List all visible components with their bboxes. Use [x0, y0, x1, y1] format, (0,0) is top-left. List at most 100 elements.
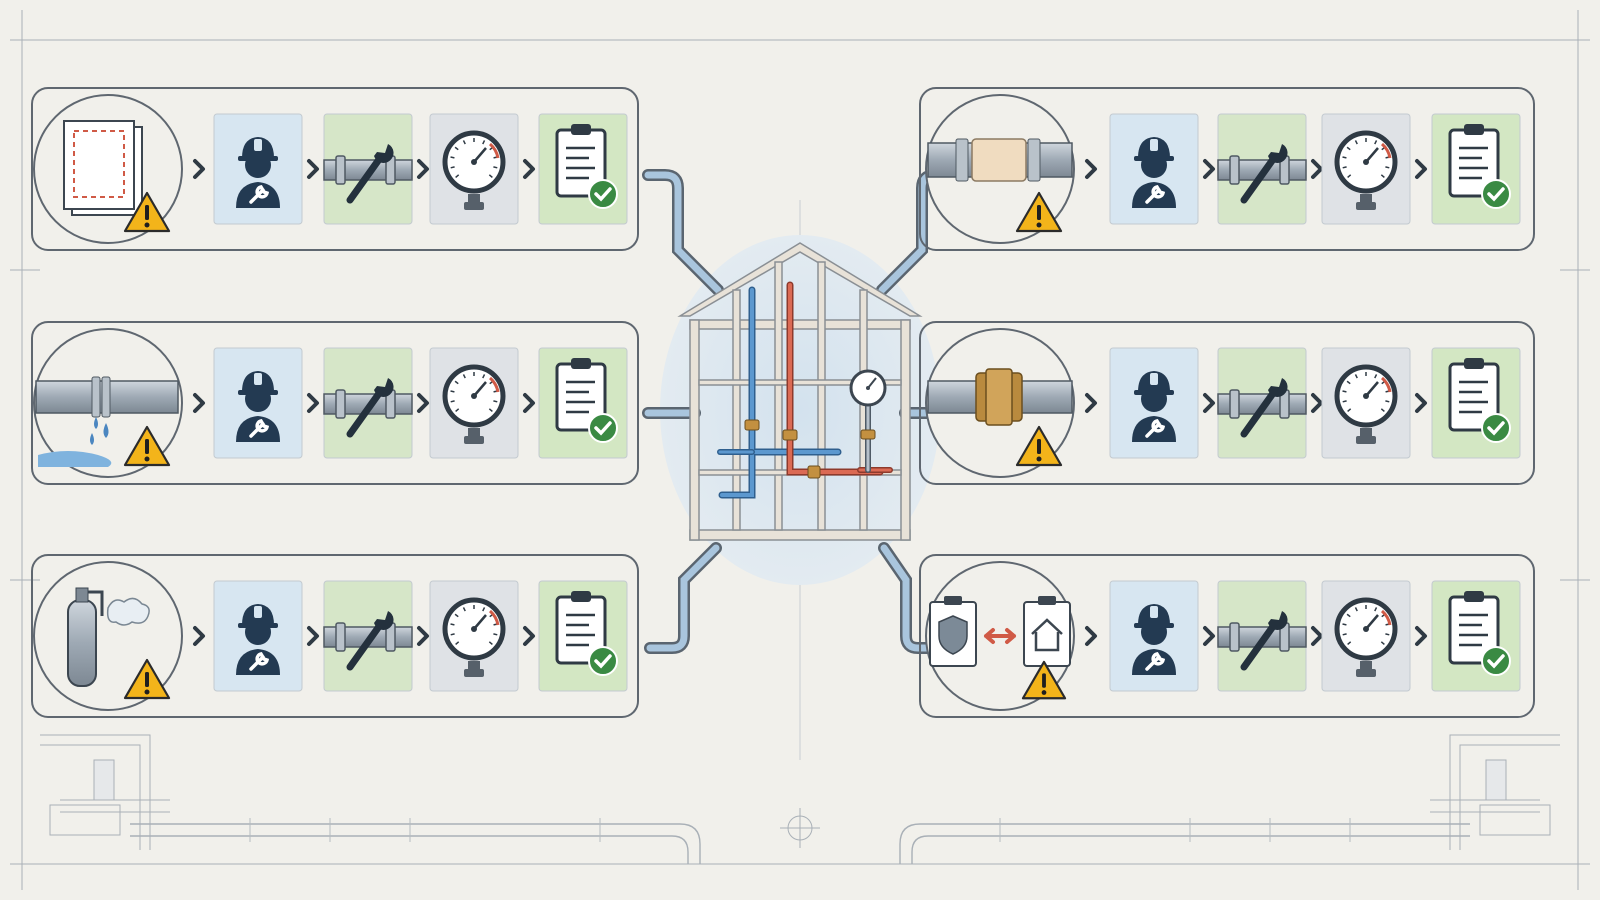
permit-document-warning-icon	[63, 120, 171, 233]
leaking-pipe-warning-icon	[35, 376, 179, 467]
checklist-approved-icon	[555, 124, 618, 209]
chevron-right-icon	[307, 626, 319, 646]
plumber-worker-icon	[1132, 371, 1176, 442]
plumber-worker-icon	[1132, 604, 1176, 675]
row-panel	[919, 87, 1535, 251]
chevron-right-icon	[1415, 393, 1427, 413]
checklist-approved-icon	[1448, 124, 1511, 209]
row-panel	[919, 321, 1535, 485]
pressure-gauge-icon	[442, 130, 506, 210]
compliance-vs-home-warning-icon	[929, 596, 1071, 700]
chevron-right-icon	[1311, 393, 1323, 413]
chevron-right-icon	[193, 159, 205, 179]
step-tile	[1217, 113, 1307, 225]
chevron-right-icon	[307, 393, 319, 413]
blueprint-background	[10, 10, 1590, 890]
plumber-worker-icon	[236, 137, 280, 208]
pipe-wrench-repair-icon	[1217, 144, 1307, 204]
step-tile	[538, 347, 628, 459]
chevron-right-icon	[417, 159, 429, 179]
chevron-right-icon	[1085, 393, 1097, 413]
framed-house-plumbing-icon	[642, 169, 958, 654]
chevron-right-icon	[193, 626, 205, 646]
row-panel	[31, 321, 639, 485]
row-left-3	[31, 554, 639, 718]
checklist-approved-icon	[1448, 358, 1511, 443]
pipe-wrench-repair-icon	[323, 378, 413, 438]
chevron-right-icon	[307, 159, 319, 179]
row-left-2	[31, 321, 639, 485]
step-tile	[1321, 580, 1411, 692]
plumber-worker-icon	[1132, 137, 1176, 208]
chevron-right-icon	[1085, 159, 1097, 179]
warning-icon	[1015, 191, 1063, 233]
warning-icon	[123, 658, 171, 700]
pressure-gauge-icon	[1334, 364, 1398, 444]
step-tile	[1109, 580, 1199, 692]
checklist-approved-icon	[555, 358, 618, 443]
chevron-right-icon	[417, 393, 429, 413]
row-left-1	[31, 87, 639, 251]
step-tile	[213, 580, 303, 692]
plumber-worker-icon	[236, 604, 280, 675]
row-right-1	[919, 87, 1535, 251]
pressure-gauge-icon	[442, 364, 506, 444]
chevron-right-icon	[193, 393, 205, 413]
pressure-gauge-icon	[1334, 130, 1398, 210]
pipe-wrench-repair-icon	[323, 611, 413, 671]
checklist-approved-icon	[555, 591, 618, 676]
chevron-right-icon	[1203, 626, 1215, 646]
step-tile	[323, 580, 413, 692]
pressure-gauge-icon	[442, 597, 506, 677]
chevron-right-icon	[1085, 626, 1097, 646]
step-tile	[1431, 347, 1521, 459]
step-tile	[1321, 113, 1411, 225]
step-tile	[1321, 347, 1411, 459]
step-tile	[1217, 347, 1307, 459]
chevron-right-icon	[1415, 159, 1427, 179]
chevron-right-icon	[1203, 159, 1215, 179]
gas-cylinder-leak-warning-icon	[67, 587, 171, 700]
row-right-2	[919, 321, 1535, 485]
chevron-right-icon	[523, 626, 535, 646]
step-tile	[1109, 113, 1199, 225]
step-tile	[1431, 113, 1521, 225]
row-panel	[31, 554, 639, 718]
warning-icon	[1015, 425, 1063, 467]
pressure-gauge-icon	[1334, 597, 1398, 677]
warning-icon	[123, 425, 171, 467]
chevron-right-icon	[523, 159, 535, 179]
plumber-worker-icon	[236, 371, 280, 442]
warning-icon	[123, 191, 171, 233]
chevron-right-icon	[1311, 159, 1323, 179]
issue-rows	[31, 87, 1535, 718]
chevron-right-icon	[1203, 393, 1215, 413]
step-tile	[323, 347, 413, 459]
row-right-3	[919, 554, 1535, 718]
pipe-wrench-repair-icon	[1217, 611, 1307, 671]
step-tile	[538, 113, 628, 225]
step-tile	[213, 347, 303, 459]
checklist-approved-icon	[1448, 591, 1511, 676]
brass-fitting-warning-icon	[927, 368, 1073, 467]
row-panel	[31, 87, 639, 251]
chevron-right-icon	[523, 393, 535, 413]
step-tile	[429, 580, 519, 692]
step-tile	[1217, 580, 1307, 692]
step-tile	[429, 347, 519, 459]
pipe-wrench-repair-icon	[1217, 378, 1307, 438]
step-tile	[1431, 580, 1521, 692]
step-tile	[429, 113, 519, 225]
chevron-right-icon	[1415, 626, 1427, 646]
warning-icon	[1021, 660, 1067, 700]
chevron-right-icon	[417, 626, 429, 646]
step-tile	[323, 113, 413, 225]
pipe-wrap-joint-warning-icon	[927, 138, 1073, 233]
step-tile	[1109, 347, 1199, 459]
chevron-right-icon	[1311, 626, 1323, 646]
step-tile	[213, 113, 303, 225]
row-panel	[919, 554, 1535, 718]
step-tile	[538, 580, 628, 692]
pipe-wrench-repair-icon	[323, 144, 413, 204]
